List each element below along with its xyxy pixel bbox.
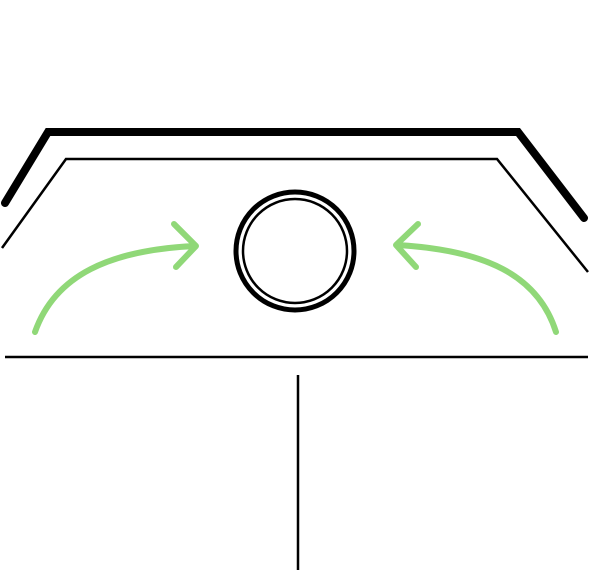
left-arrow-shaft — [32, 243, 198, 335]
right-arrow-shaft — [394, 242, 559, 335]
circle-button-icon — [233, 189, 357, 313]
center-button-outer-ring — [233, 189, 357, 313]
left-arrow-head — [171, 221, 199, 270]
outer-bezel — [1, 128, 588, 222]
center-button-inner-ring — [241, 197, 349, 305]
right-arrow-head — [393, 221, 421, 270]
curved-arrow-left-icon — [393, 221, 559, 335]
inner-panel — [0, 157, 589, 273]
curved-arrow-right-icon — [32, 221, 199, 335]
